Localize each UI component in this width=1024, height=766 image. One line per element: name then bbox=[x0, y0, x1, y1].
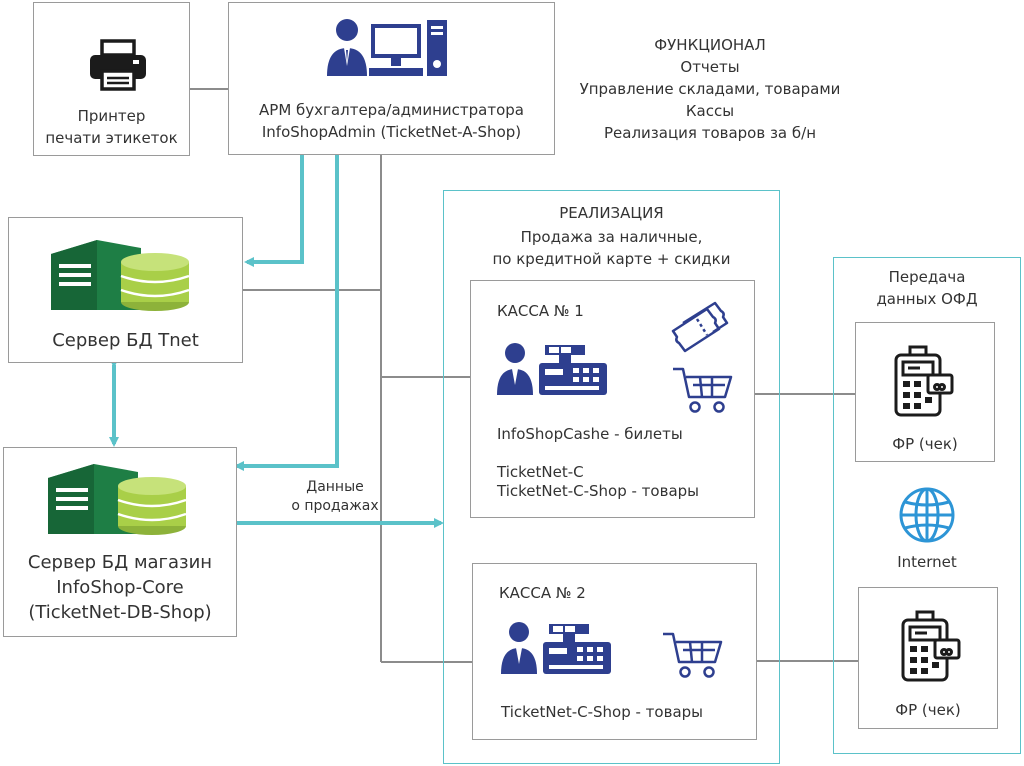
admin-workstation-icon bbox=[327, 19, 447, 76]
database-server-icon bbox=[48, 464, 187, 535]
fr1-label: ФР (чек) bbox=[892, 435, 958, 453]
printer-node: Принтер печати этикеток bbox=[33, 2, 190, 156]
realization-subtitle-1: Продажа за наличные, bbox=[520, 228, 703, 246]
fr2-label: ФР (чек) bbox=[895, 701, 961, 719]
functional-item-reports: Отчеты bbox=[680, 58, 740, 76]
kassa1-app-3: TicketNet-C-Shop - товары bbox=[497, 482, 699, 500]
functional-item-kassy: Кассы bbox=[685, 102, 735, 120]
kassa1-title: КАССА № 1 bbox=[497, 302, 584, 320]
functional-item-warehouses: Управление складами, товарами bbox=[579, 80, 841, 98]
server-shop-label-2: InfoShop-Core bbox=[56, 577, 184, 598]
database-server-icon bbox=[51, 240, 190, 311]
payment-terminal-icon bbox=[894, 345, 954, 417]
server-tnet-label: Сервер БД Tnet bbox=[52, 330, 199, 351]
shopping-cart-icon bbox=[673, 367, 733, 413]
printer-label-1: Принтер bbox=[77, 107, 146, 125]
ofd-title-1: Передача bbox=[888, 268, 966, 286]
ofd-title-2: данных ОФД bbox=[876, 290, 978, 308]
kassa1-app-1: InfoShopCashe - билеты bbox=[497, 425, 683, 443]
internet-label: Internet bbox=[897, 553, 957, 571]
realization-group bbox=[443, 190, 780, 764]
kassa1-app-2: TicketNet-C bbox=[497, 463, 584, 481]
realization-subtitle-2: по кредитной карте + скидки bbox=[492, 250, 731, 268]
ofd-group bbox=[833, 257, 1021, 754]
tickets-icon bbox=[671, 301, 729, 353]
realization-title: РЕАЛИЗАЦИЯ bbox=[559, 204, 664, 222]
server-shop-node: Сервер БД магазин InfoShop-Core (TicketN… bbox=[3, 447, 237, 637]
admin-label-1: АРМ бухгалтера/администратора bbox=[259, 101, 524, 119]
kassa2-title: КАССА № 2 bbox=[499, 584, 586, 602]
sales-data-label-2: о продажах bbox=[291, 498, 379, 514]
flow-admin-shop bbox=[234, 148, 342, 471]
internet-globe-icon bbox=[899, 487, 955, 543]
server-shop-label-1: Сервер БД магазин bbox=[27, 552, 213, 573]
functional-item-cashless: Реализация товаров за б/н bbox=[603, 124, 817, 142]
cashier-register-icon bbox=[497, 343, 607, 395]
flow-admin-tnet bbox=[244, 148, 307, 267]
kassa1-node: КАССА № 1 InfoShopCashe - билеты TicketN… bbox=[470, 280, 755, 518]
shopping-cart-icon bbox=[663, 632, 723, 678]
server-tnet-node: Сервер БД Tnet bbox=[8, 217, 243, 363]
admin-label-2: InfoShopAdmin (TicketNet-A-Shop) bbox=[261, 123, 522, 141]
functional-title: ФУНКЦИОНАЛ bbox=[654, 36, 766, 54]
kassa2-node: КАССА № 2 TicketNet-C-Shop - товары bbox=[472, 563, 757, 740]
cashier-register-icon bbox=[501, 622, 611, 674]
sales-data-label-1: Данные bbox=[306, 479, 364, 495]
kassa2-app-1: TicketNet-C-Shop - товары bbox=[501, 703, 703, 721]
printer-label-2: печати этикеток bbox=[45, 129, 178, 147]
printer-icon bbox=[90, 39, 146, 91]
fr1-node: ФР (чек) bbox=[855, 322, 995, 462]
server-shop-label-3: (TicketNet-DB-Shop) bbox=[28, 602, 212, 623]
payment-terminal-icon bbox=[901, 610, 961, 682]
admin-workstation-node: АРМ бухгалтера/администратора InfoShopAd… bbox=[228, 2, 555, 155]
fr2-node: ФР (чек) bbox=[858, 587, 998, 729]
